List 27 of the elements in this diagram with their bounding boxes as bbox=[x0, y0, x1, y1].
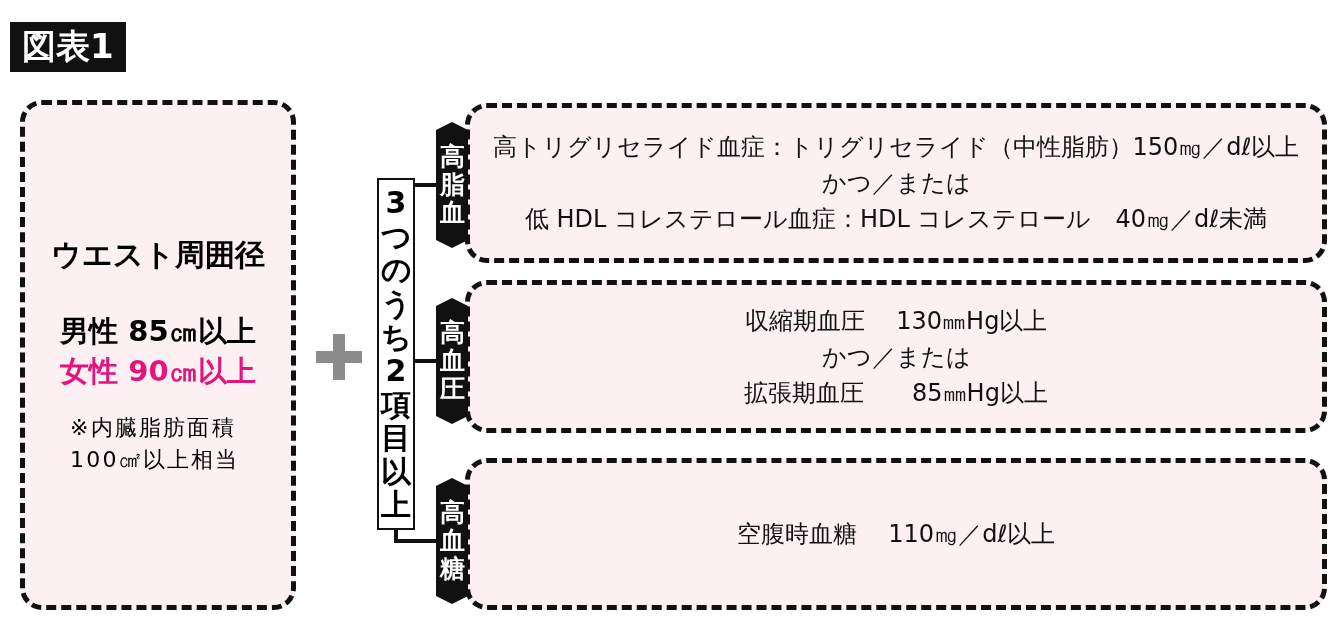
criterion-box bbox=[465, 280, 1327, 433]
category-tab bbox=[436, 298, 468, 424]
criterion-text: 収縮期血圧 130㎜Hg以上 bbox=[744, 305, 1048, 337]
criterion-text: 低 HDL コレステロール血症：HDL コレステロール 40㎎／dℓ未満 bbox=[524, 204, 1268, 235]
connector-line bbox=[415, 183, 436, 187]
criterion-box bbox=[465, 458, 1327, 610]
category-tab bbox=[436, 122, 468, 248]
condition-box bbox=[377, 178, 415, 530]
note-text: ※内臓脂肪面積100㎠以上相当 bbox=[70, 413, 241, 474]
criterion-text: かつ／または bbox=[821, 341, 971, 373]
criterion-text: かつ／または bbox=[821, 168, 971, 199]
criterion-text: 空腹時血糖 110㎎／dℓ以上 bbox=[736, 519, 1056, 550]
criterion-text: 拡張期血圧 85㎜Hg以上 bbox=[744, 377, 1048, 409]
vertical-label: 3つのうち2項目以上 bbox=[380, 186, 412, 522]
heading: ウエスト周囲径 bbox=[51, 235, 265, 274]
criterion-box bbox=[20, 100, 296, 610]
category-label: 高血糖 bbox=[438, 499, 466, 583]
figure-title: 図表1 bbox=[10, 22, 126, 72]
category-tab bbox=[436, 478, 468, 604]
category-label: 高脂血 bbox=[438, 143, 466, 227]
category-label: 高血圧 bbox=[438, 319, 466, 403]
criterion-box bbox=[465, 103, 1327, 263]
connector-line bbox=[415, 359, 436, 363]
connector-line bbox=[394, 530, 436, 543]
criterion-text: 男性 85㎝以上 bbox=[60, 312, 256, 350]
criterion-text: 高トリグリセライド血症：トリグリセライド（中性脂肪）150㎎／dℓ以上 bbox=[492, 132, 1300, 163]
criterion-text: 女性 90㎝以上 bbox=[60, 352, 256, 390]
